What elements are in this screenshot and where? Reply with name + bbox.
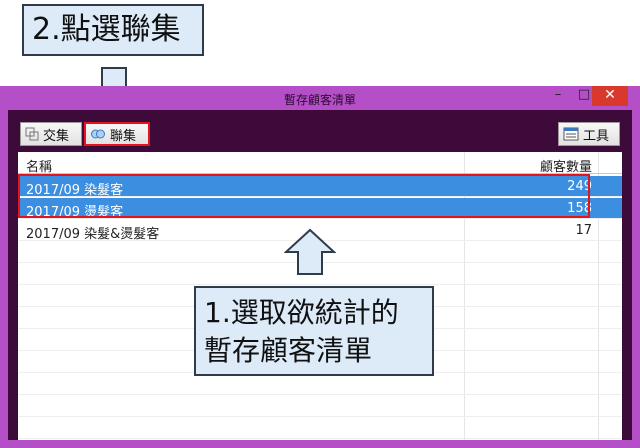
row-name: 2017/09 染髮客 [26, 183, 124, 198]
column-header-name[interactable]: 名稱 [26, 160, 53, 175]
step1-callout: 1.選取欲統計的 暫存顧客清單 [194, 286, 434, 376]
row-count: 17 [575, 223, 592, 238]
column-divider [464, 152, 465, 440]
intersect-button[interactable]: 交集 [20, 122, 82, 146]
union-button[interactable]: 聯集 [84, 122, 150, 146]
step1-callout-line1: 1.選取欲統計的 [204, 296, 399, 329]
empty-row [18, 374, 622, 395]
column-divider [598, 152, 599, 440]
list-row[interactable]: 2017/09 染髮客 249 [18, 176, 622, 198]
close-button[interactable]: ✕ [592, 86, 628, 106]
intersect-icon [25, 127, 39, 141]
empty-row [18, 418, 622, 439]
list-header: 名稱 顧客數量 [18, 152, 622, 175]
union-label: 聯集 [110, 128, 137, 144]
empty-row [18, 396, 622, 417]
column-header-count[interactable]: 顧客數量 [539, 160, 592, 175]
step2-callout: 2.點選聯集 [22, 4, 204, 56]
step2-callout-text: 2.點選聯集 [32, 12, 181, 47]
tools-label: 工具 [583, 128, 610, 144]
tools-icon [563, 127, 579, 141]
up-arrow-icon [284, 228, 336, 275]
row-count: 249 [567, 179, 592, 194]
row-count: 158 [567, 201, 592, 216]
selection-highlight-box [18, 174, 590, 218]
window-title: 暫存顧客清單 [283, 93, 356, 107]
title-bar[interactable]: 暫存顧客清單 – □ ✕ [0, 86, 640, 110]
row-name: 2017/09 染髮&燙髮客 [26, 227, 160, 242]
tools-button[interactable]: 工具 [558, 122, 620, 146]
empty-row [18, 264, 622, 285]
minimize-button[interactable]: – [554, 87, 562, 102]
intersect-label: 交集 [43, 128, 70, 144]
maximize-button[interactable]: □ [577, 87, 591, 102]
step1-callout-line2: 暫存顧客清單 [204, 334, 373, 367]
toolbar: 交集 聯集 工具 [8, 110, 632, 150]
temp-customer-list-window: 暫存顧客清單 – □ ✕ 交集 聯集 [0, 86, 640, 448]
union-icon [91, 129, 105, 139]
